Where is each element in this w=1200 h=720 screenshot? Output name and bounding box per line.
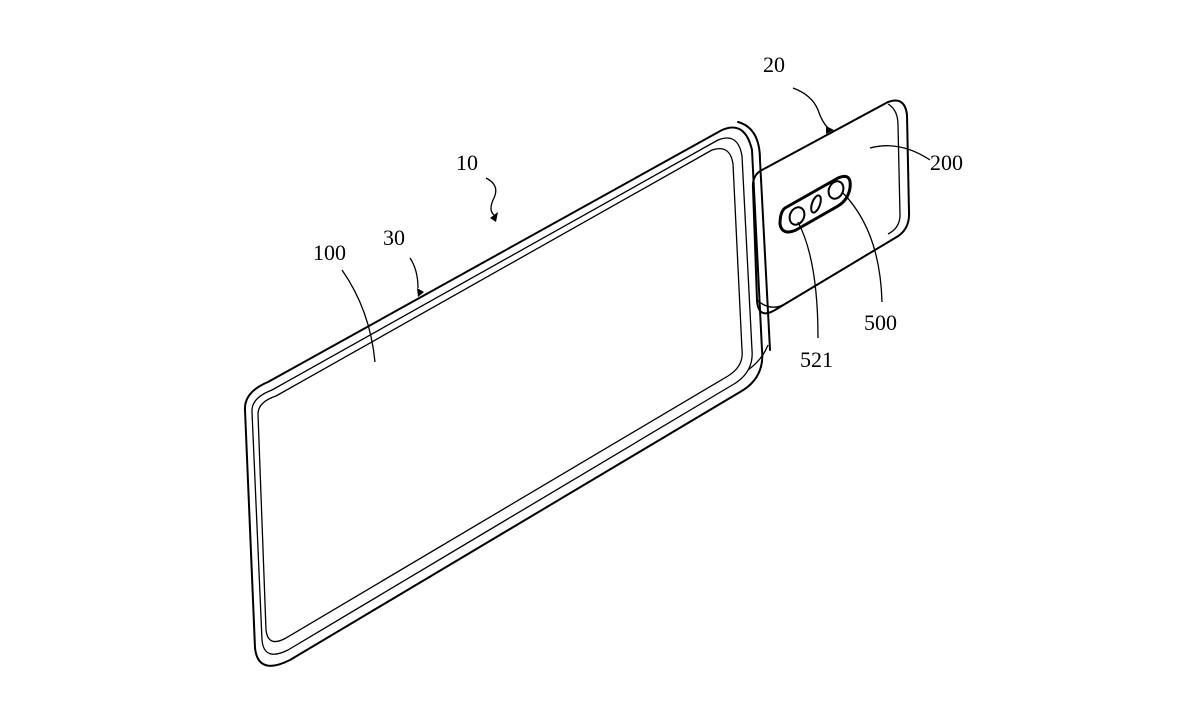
flash: [810, 194, 822, 214]
label-200: 200: [930, 150, 963, 175]
phone-body-100: [243, 121, 771, 667]
label-30: 30: [383, 225, 405, 250]
camera-deco-500: [778, 174, 852, 234]
label-100: 100: [313, 240, 346, 265]
lens-521: [788, 206, 806, 226]
label-10: 10: [456, 150, 478, 175]
label-521: 521: [800, 347, 833, 372]
label-20: 20: [763, 52, 785, 77]
leader-lines: [341, 87, 931, 363]
camera-module-200: [751, 99, 911, 315]
label-500: 500: [864, 310, 897, 335]
